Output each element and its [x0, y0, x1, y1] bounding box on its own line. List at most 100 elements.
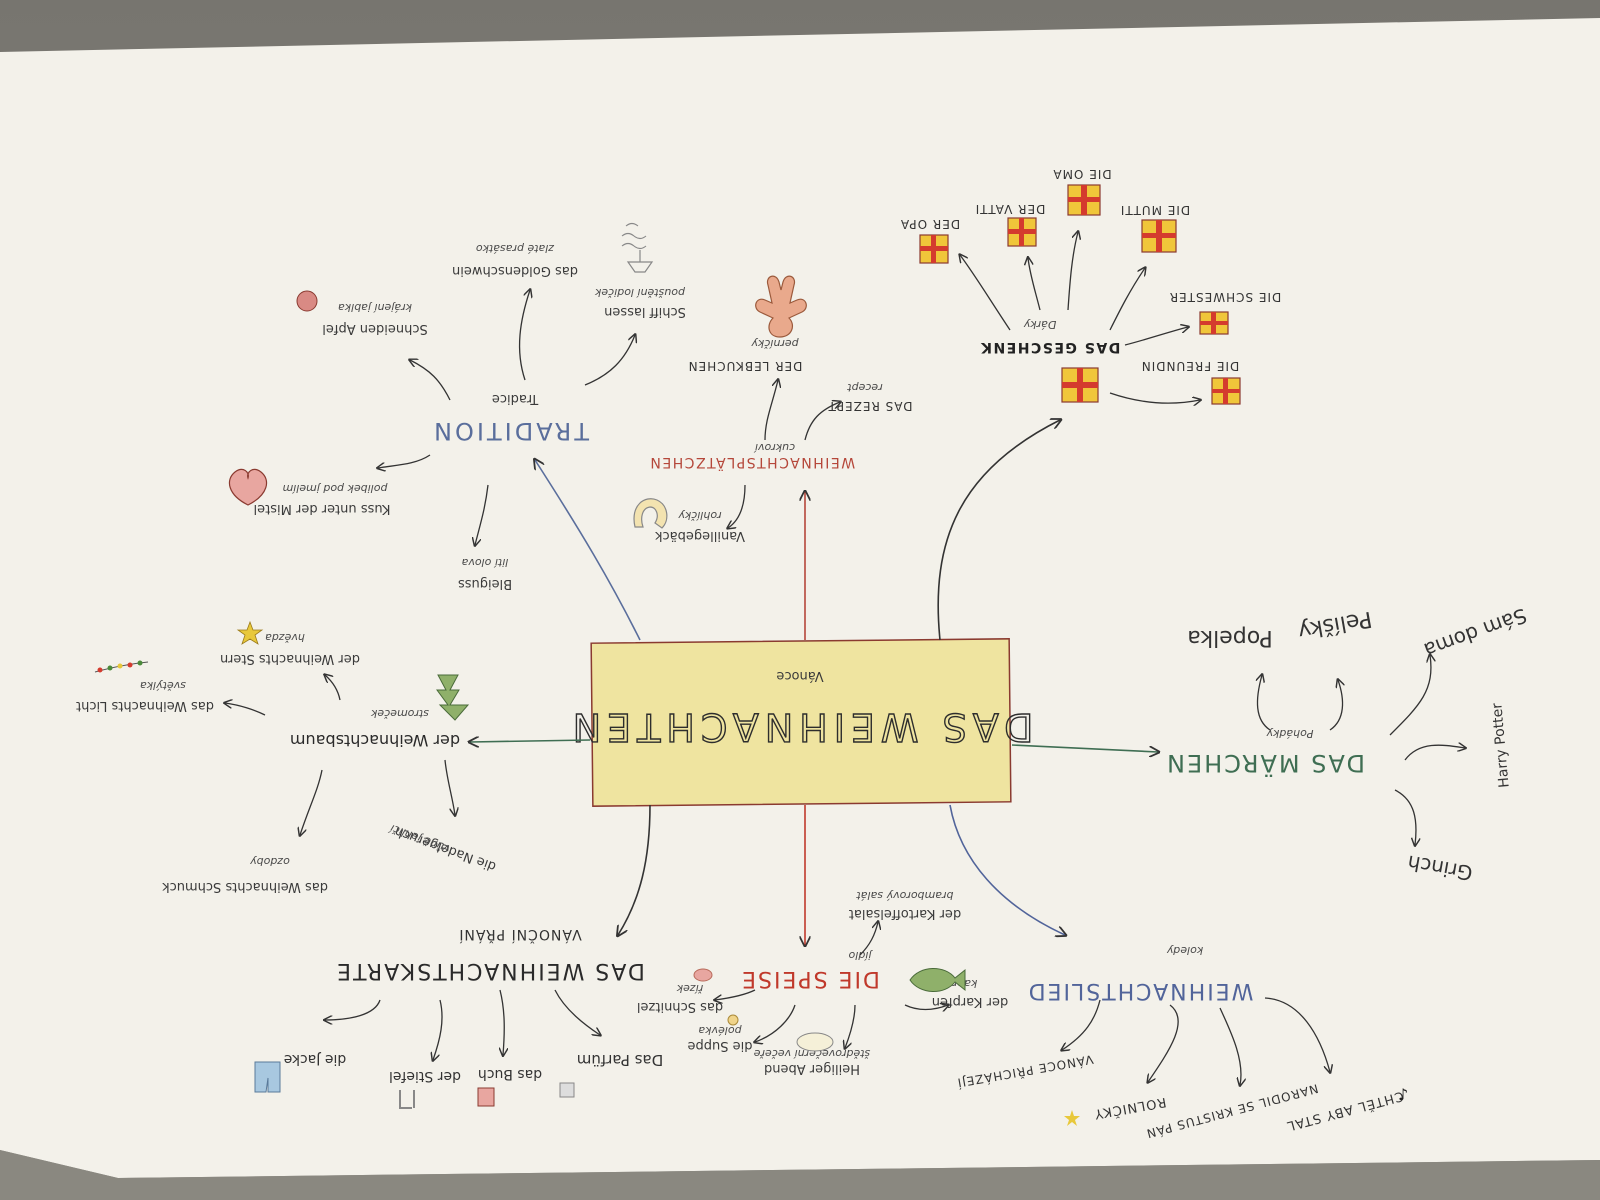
star-sub: hvězda [265, 631, 305, 644]
lights-label: das Weihnachts Licht [76, 698, 214, 713]
book-label: das Buch [478, 1066, 542, 1082]
apple-icon [296, 290, 318, 312]
food-arrow-salad [859, 922, 878, 956]
golden-pig-sub: zlaté prasátko [476, 242, 556, 255]
paper-shadow [0, 1150, 1600, 1200]
cookies-arrow-vanilla [728, 484, 746, 528]
cookies-arrow-recipe [804, 402, 840, 441]
gift-box-icon [1061, 367, 1099, 403]
gift-label-vatti: DER VATTI [975, 202, 1046, 216]
food-cluster: DIE SPEISE jídlo der Kartoffelsalat bram… [637, 889, 1008, 1076]
gift-label-schwester: DIE SCHWESTER [1169, 290, 1282, 304]
gift-arrow-vatti [1028, 258, 1041, 311]
center-title: DAS WEIHNACHTEN [567, 705, 1034, 749]
cookies-arrow-gingerbread [764, 380, 778, 441]
tradition-arrow-lead [475, 484, 489, 545]
paper-sheet [0, 18, 1600, 1178]
fairytale-arrow-samdoma [1389, 655, 1431, 736]
boots-label: der Stiefel [389, 1068, 461, 1084]
tradition-arrow-pig [518, 290, 530, 381]
gingerbread-icon [755, 275, 807, 338]
tradition-arrow-kiss [378, 454, 431, 468]
golden-pig-label: das Goldenschwein [452, 263, 578, 278]
boats-sub: pouštění lodiček [594, 286, 686, 299]
gift-label-freundin: DIE FREUNDIN [1141, 359, 1240, 373]
carp-icon [909, 968, 966, 992]
fairytale-subtitle: Pohádky [1266, 727, 1313, 740]
music-note-icon: ♪ [1398, 1085, 1408, 1104]
fairytale-title: DAS MÄRCHEN [1165, 749, 1365, 778]
perfume-icon [559, 1082, 575, 1098]
vanilla-label: Vanillegebäck [655, 528, 746, 543]
kiss-sub: polibek pod jmelím [283, 482, 389, 495]
gift-icon-oma [1067, 184, 1101, 216]
star-small-icon [1064, 1110, 1080, 1126]
song-arrow-1 [1062, 999, 1101, 1050]
gift-arrow-opa [960, 255, 1011, 331]
star-label: der Weihnachts Stern [220, 651, 360, 666]
salad-label: der Kartoffelsalat [849, 906, 961, 921]
waves-icon [621, 222, 647, 250]
gift-arrow-freundin [1109, 392, 1200, 403]
tree-arrow-lights [225, 703, 266, 716]
lights-sub: světýlka [140, 679, 186, 692]
arrow-to-song [949, 804, 1065, 935]
book-icon [477, 1087, 495, 1107]
food-arrow-carp [904, 1005, 948, 1010]
cookies-cluster: WEIHNACHTSPLÄTZCHEN cukroví DER LEBKUCHE… [633, 275, 913, 543]
gift-icon-schwester [1199, 311, 1229, 335]
arrow-to-fairytale [1011, 744, 1158, 752]
tree-icon [436, 674, 470, 721]
apple-sub: krájení jablka [338, 301, 412, 314]
tradition-cluster: TRADITION Tradice Schneiden Apfel krájen… [228, 222, 686, 591]
soup-label: die Suppe [688, 1038, 753, 1053]
apple-label: Schneiden Apfel [322, 321, 427, 336]
card-arrow-perfume [554, 989, 600, 1035]
fairytale-arrow-grinch [1394, 789, 1416, 845]
food-subtitle: jídlo [848, 949, 873, 962]
soup-sub: polévka [698, 1024, 742, 1037]
arrow-to-card [618, 804, 651, 935]
gift-label-opa: DER OPA [900, 217, 960, 231]
gift-icon-freundin [1211, 377, 1241, 405]
lights-icon [94, 660, 149, 673]
fairytale-arrow-harry [1404, 745, 1465, 761]
decoration-label: das Weihnachts Schmuck [162, 879, 328, 894]
song-subtitle: koledy [1166, 944, 1203, 957]
recipe-label: DAS REZEPT [828, 399, 913, 413]
food-arrow-schnitzel [715, 989, 756, 1000]
center-subtitle: Vánoce [776, 668, 823, 683]
gift-arrow-oma [1067, 232, 1078, 311]
boats-label: Schiff lassen [604, 304, 686, 319]
recipe-sub: recept [847, 381, 883, 394]
star-icon [236, 620, 264, 645]
card-arrow-book [500, 989, 504, 1055]
arrow-to-gift [937, 420, 1060, 641]
vanilla-cookie-icon [633, 498, 668, 529]
arrow-to-tradition [535, 460, 641, 641]
schnitzel-label: das Schnitzel [637, 999, 723, 1014]
gift-label-oma: DIE OMA [1052, 167, 1111, 181]
tree-arrow-needles [444, 759, 455, 815]
card-cluster: DAS WEIHNACHTSKARTE VÁNOČNÍ PŘÁNÍ Das Pa… [254, 926, 663, 1109]
jacket-icon [254, 1061, 281, 1093]
food-arrow-soup [755, 1004, 796, 1042]
lead-label: Bleiguss [458, 576, 512, 591]
heart-icon [228, 468, 268, 506]
perfume-label: Das Parfüm [577, 1051, 663, 1069]
cookies-subtitle: cukroví [753, 441, 795, 454]
fairytale-arrow-pelisky [1329, 680, 1343, 731]
gift-icon-opa [919, 234, 949, 264]
dinner-sub: štědrovečerní večeře [753, 1047, 870, 1060]
soup-icon [727, 1014, 739, 1026]
dinner-plate-icon [796, 1032, 834, 1052]
card-subtitle: VÁNOČNÍ PŘÁNÍ [458, 926, 581, 944]
dinner-label: Heiliger Abend [764, 1061, 860, 1076]
tree-arrow-star [325, 675, 341, 701]
tradition-arrow-apple [410, 360, 451, 401]
salad-sub: bramborový salát [856, 889, 954, 902]
gift-title: DAS GESCHENK [980, 339, 1121, 355]
gift-label-mutti: DIE MUTTI [1120, 203, 1190, 217]
